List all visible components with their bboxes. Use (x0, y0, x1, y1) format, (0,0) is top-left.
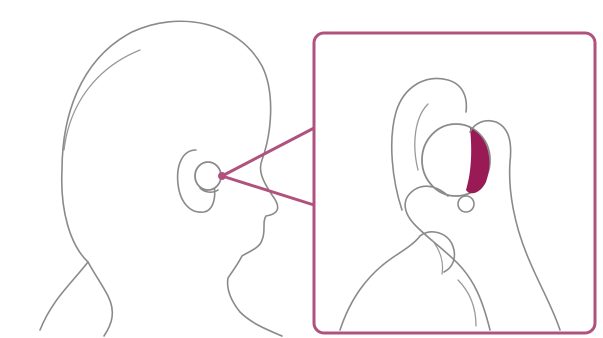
earbud-sensor (458, 196, 474, 212)
callout-connector (218, 128, 314, 205)
ear-with-earbud (178, 150, 221, 212)
callout-origin-dot (218, 172, 226, 180)
head-profile (40, 21, 282, 336)
connector-line-bottom (222, 176, 314, 205)
head-outline (40, 21, 282, 336)
neck-outline (88, 262, 112, 336)
hairline (64, 50, 140, 150)
earbud-small (195, 162, 221, 190)
